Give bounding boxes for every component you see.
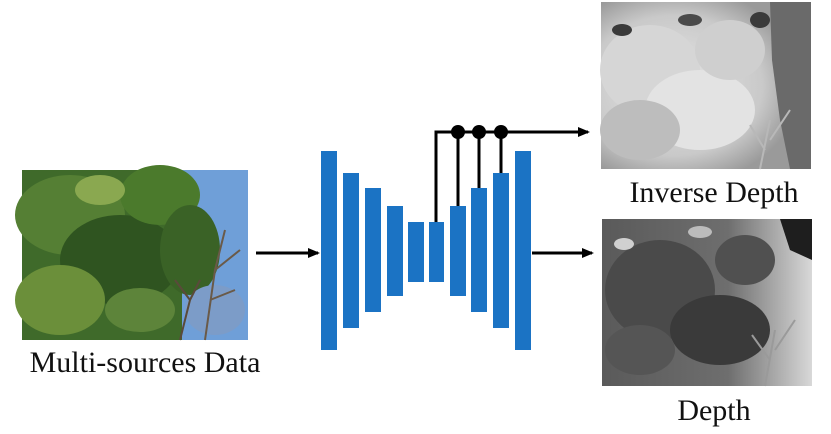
inverse-depth-image bbox=[600, 2, 811, 170]
decoder-layer-1 bbox=[450, 206, 466, 296]
skip-node-1 bbox=[451, 125, 465, 139]
inverse-depth-label: Inverse Depth bbox=[629, 176, 798, 209]
depth-label: Depth bbox=[677, 394, 750, 427]
encoder-layer-3 bbox=[365, 188, 381, 312]
depth-image bbox=[602, 219, 812, 387]
input-label: Multi-sources Data bbox=[30, 346, 261, 379]
decoder-layer-4 bbox=[515, 151, 531, 350]
decoder-layer-2 bbox=[471, 188, 487, 312]
encoder-layer-1 bbox=[321, 151, 337, 350]
skip-connections bbox=[434, 127, 590, 222]
input-image bbox=[15, 165, 248, 341]
network bbox=[321, 151, 531, 350]
decoder-layer-3 bbox=[493, 173, 509, 328]
bottleneck-layer bbox=[429, 222, 444, 282]
encoder-layer-5 bbox=[408, 222, 424, 282]
skip-node-2 bbox=[472, 125, 486, 139]
encoder-layer-4 bbox=[387, 206, 403, 296]
encoder-layer-2 bbox=[343, 173, 359, 328]
skip-node-3 bbox=[494, 125, 508, 139]
